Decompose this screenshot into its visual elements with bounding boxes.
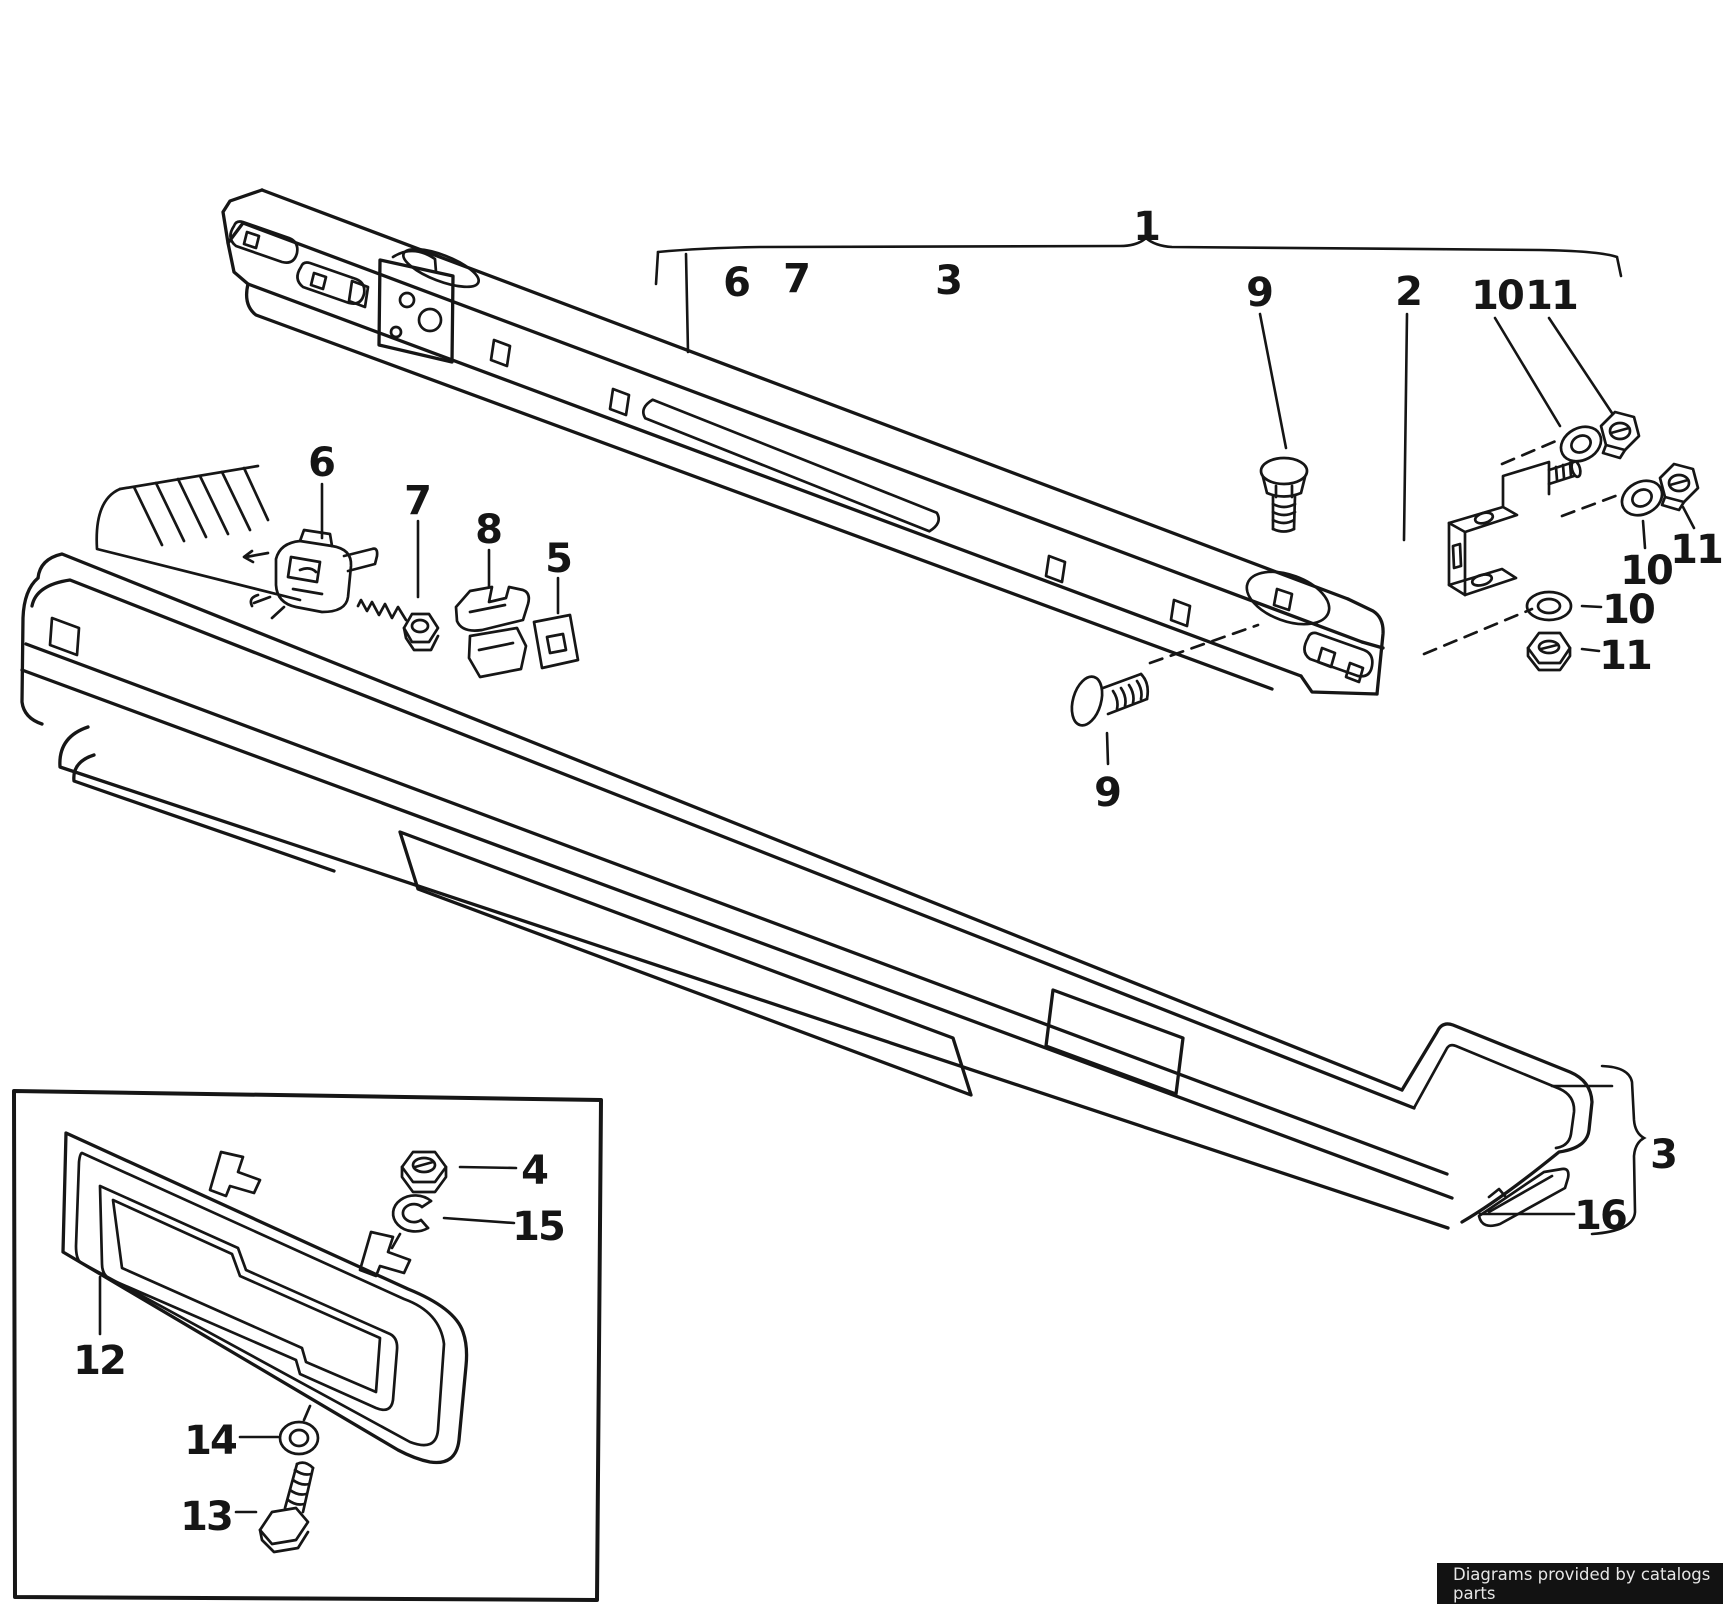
bumper-cover (20, 464, 1594, 1230)
leader-line-c10-top (1493, 316, 1562, 428)
callout-c6: 6 (308, 440, 334, 486)
assembly-brace-1 (654, 236, 1623, 354)
group-brace-3 (1550, 1064, 1647, 1236)
callout-c3-row: 3 (935, 258, 961, 304)
leader-line-c10-low (1580, 604, 1603, 609)
leader-line-c2 (1402, 312, 1409, 542)
callout-c10-top: 10 (1471, 273, 1523, 319)
callout-c3-brace: 3 (1650, 1132, 1676, 1178)
callout-c16: 16 (1574, 1193, 1626, 1239)
screw-7 (356, 598, 440, 652)
bolt-9-upper (1259, 456, 1309, 533)
leader-line-c15 (442, 1216, 516, 1225)
callout-c11-low: 11 (1599, 633, 1651, 679)
callout-c6-row: 6 (723, 260, 749, 306)
leader-line-c11-mid (1681, 505, 1696, 530)
leader-line-c9-low (1105, 731, 1110, 766)
callout-c13: 13 (180, 1494, 232, 1540)
pad-5 (532, 613, 580, 670)
callout-c9-top: 9 (1246, 270, 1272, 316)
callout-c11-top: 11 (1525, 273, 1577, 319)
nut-11-b (1658, 462, 1700, 512)
washer-14 (278, 1404, 320, 1456)
callout-c8: 8 (475, 507, 501, 553)
callout-c7: 7 (404, 478, 430, 524)
washer-10-a (1559, 425, 1603, 463)
trim-strip-16 (1477, 1167, 1570, 1228)
callout-c7-row: 7 (783, 256, 809, 302)
mount-bracket-2 (1447, 459, 1582, 597)
washer-10-b (1620, 479, 1664, 517)
callout-c9-low: 9 (1094, 770, 1120, 816)
watermark-badge: Diagrams provided by catalogs parts (1437, 1563, 1723, 1604)
leader-line-c11-top (1547, 316, 1614, 415)
callout-c2: 2 (1395, 269, 1421, 315)
washers-and-nuts-10-11 (1148, 410, 1700, 672)
bolt-9-lower (1070, 672, 1150, 727)
retainer-clip-6 (242, 528, 379, 620)
callout-c1: 1 (1133, 204, 1159, 250)
leader-line-c11-low (1580, 647, 1601, 653)
license-plate-holder-12 (61, 1131, 469, 1465)
nut-11-a (1599, 410, 1641, 460)
lock-washer-15 (390, 1194, 433, 1250)
washer-10-c (1525, 590, 1573, 622)
leader-line-c4 (458, 1165, 518, 1170)
watermark-text: Diagrams provided by catalogs parts (1453, 1564, 1711, 1603)
inset-box (12, 1089, 603, 1602)
callout-c10-low: 10 (1602, 587, 1654, 633)
callout-c4: 4 (521, 1148, 547, 1194)
callout-c11-mid: 11 (1670, 527, 1722, 573)
callout-c12: 12 (73, 1338, 125, 1384)
leader-line-c9-top (1258, 312, 1288, 450)
nut-11-c (1526, 631, 1572, 672)
clip-8 (454, 585, 531, 679)
bolt-13 (258, 1461, 315, 1554)
nut-4 (400, 1150, 448, 1194)
callout-c10-mid: 10 (1620, 548, 1672, 594)
impact-bar (221, 188, 1385, 696)
callout-c15: 15 (512, 1204, 564, 1250)
callout-c5: 5 (545, 536, 571, 582)
leader-line-c10-mid (1641, 519, 1647, 550)
callout-c14: 14 (184, 1418, 236, 1464)
